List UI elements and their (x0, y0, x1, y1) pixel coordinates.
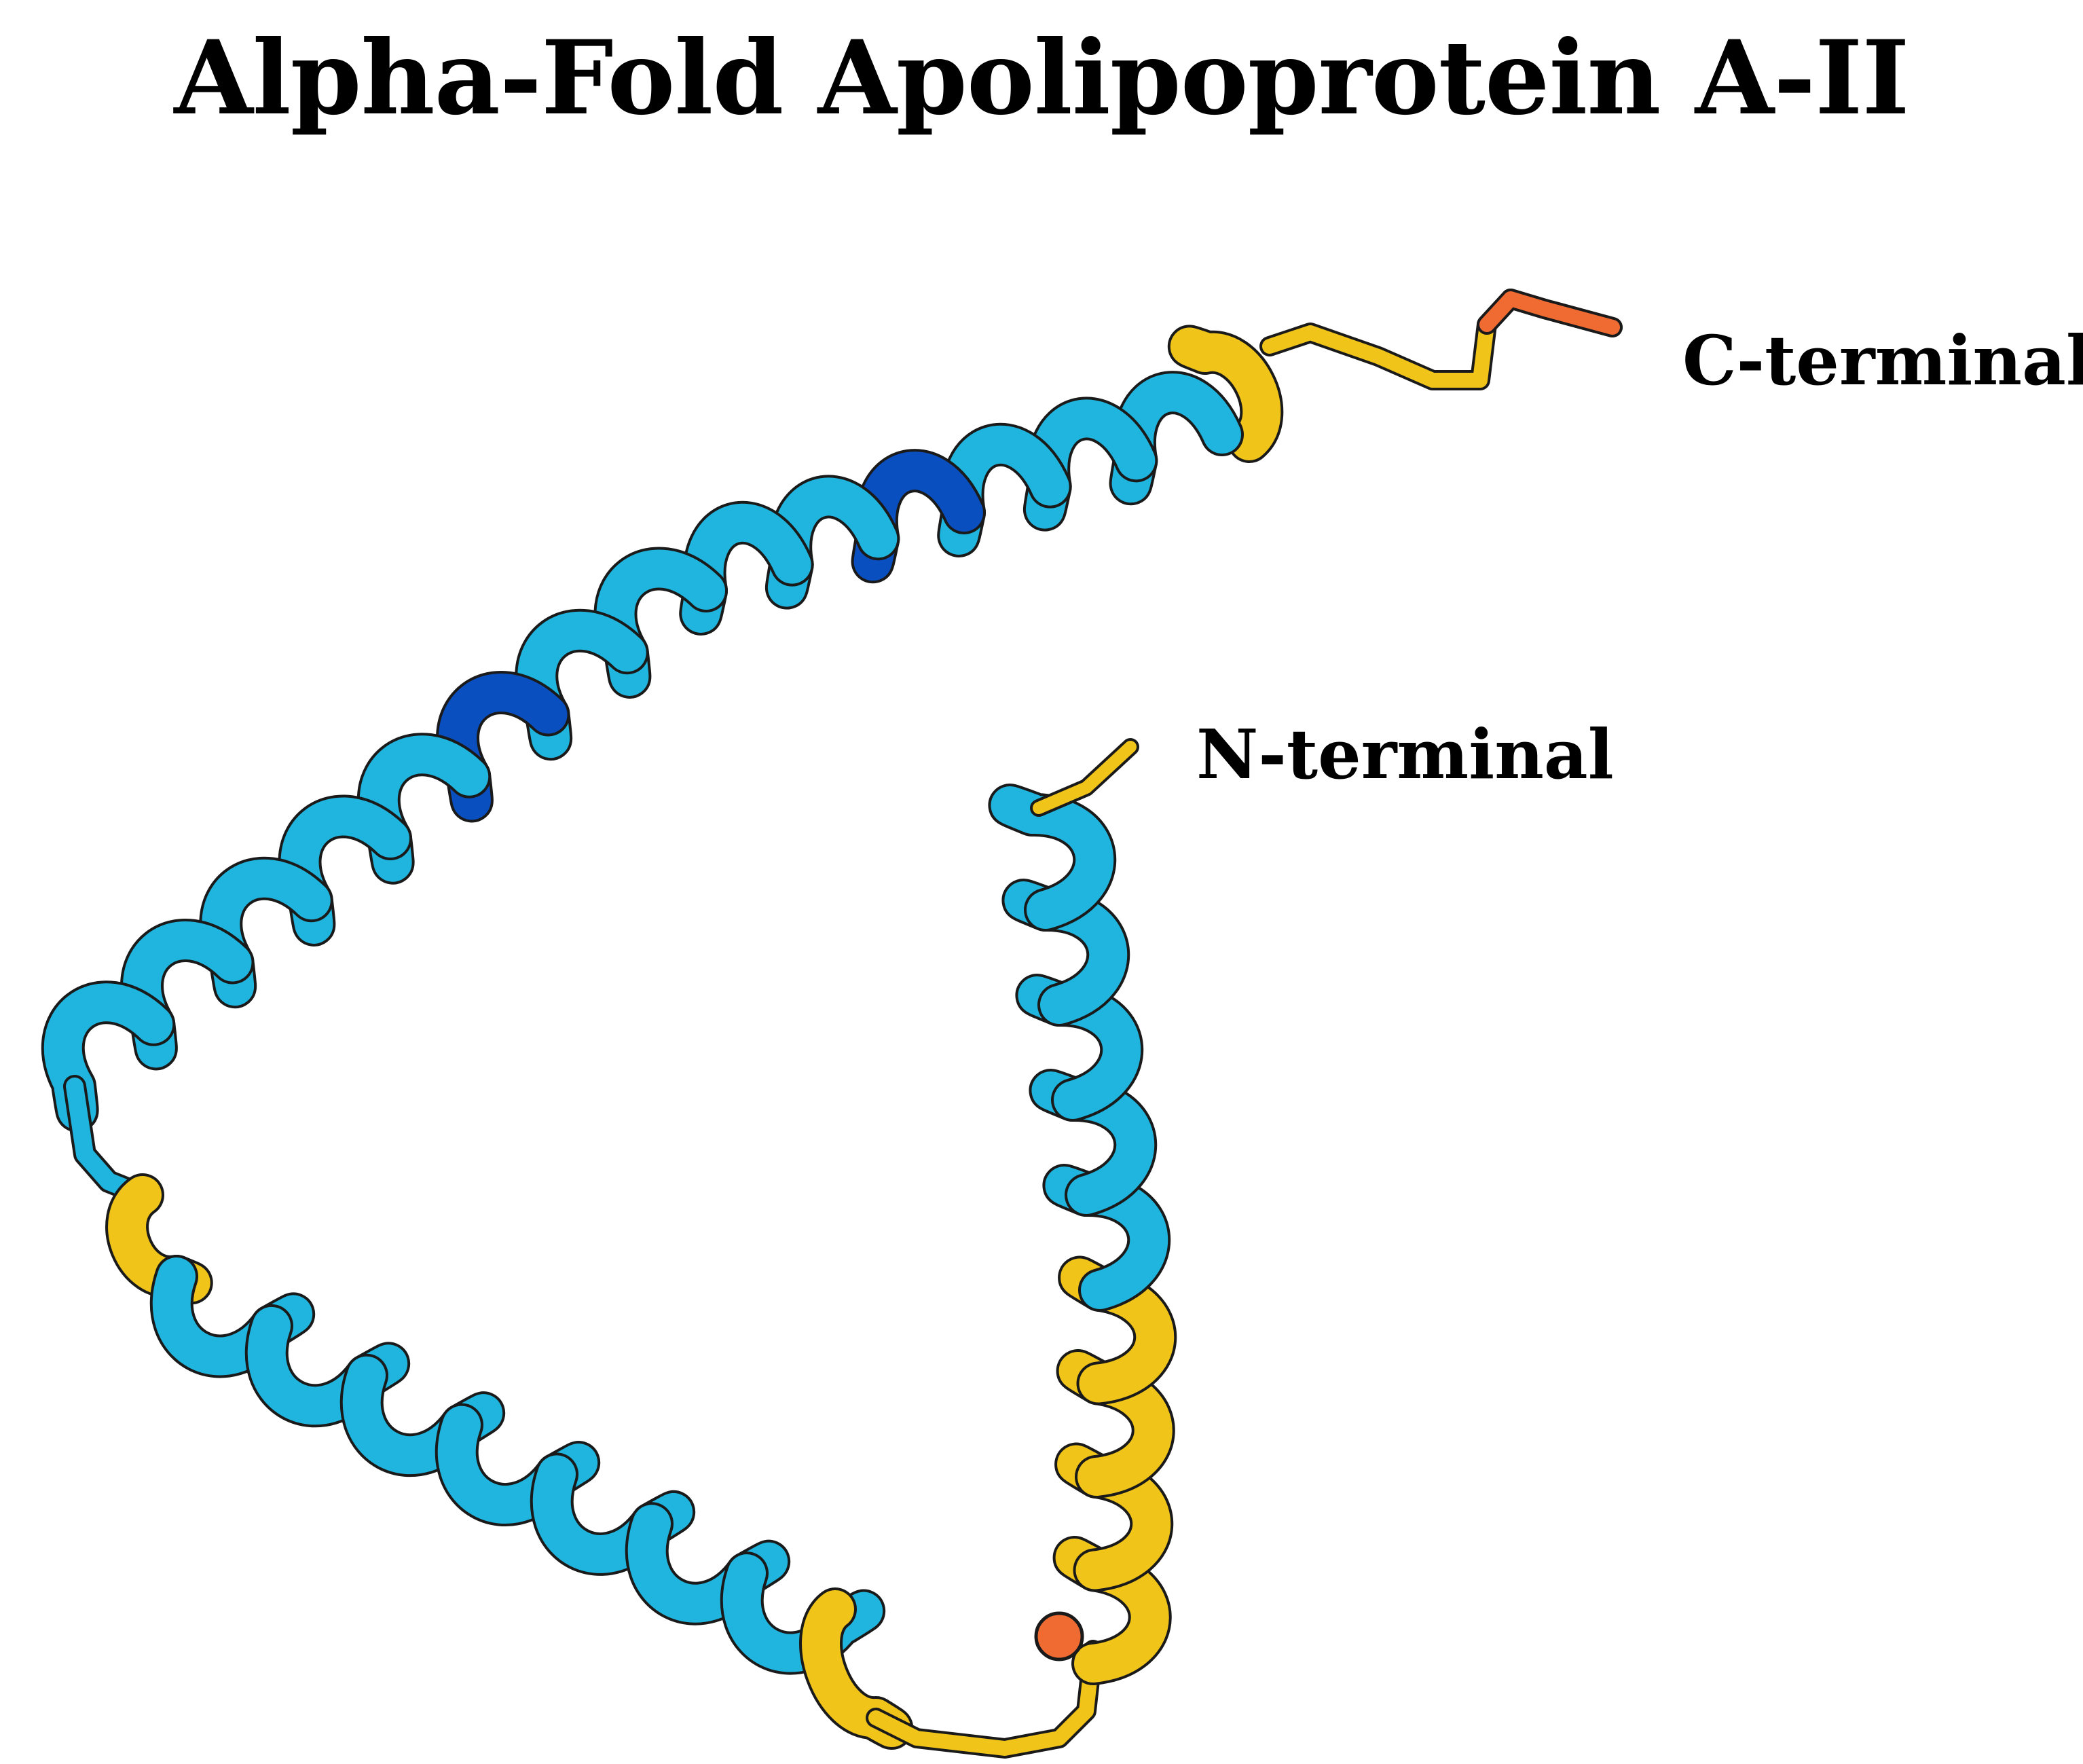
c-tail-orange (1479, 291, 1620, 335)
bottom-helix-turn (532, 1455, 693, 1573)
bottom-helix-turn (437, 1405, 598, 1524)
orange-residue (1034, 1611, 1084, 1661)
bottom-helix-turn (247, 1306, 408, 1425)
ribbon-layer (41, 289, 1623, 1759)
upper-helix-turn (682, 503, 811, 633)
c-helix-tip-turn (1170, 327, 1281, 460)
figure-title: Alpha-Fold Apolipoprotein A-II (174, 18, 1909, 138)
bottom-helix-turn (152, 1257, 313, 1376)
n-tail-coil (1033, 741, 1137, 814)
bottom-helix-turn (627, 1505, 788, 1623)
bottom-loop-coil (868, 1642, 1101, 1756)
n-terminal-label: N-terminal (1196, 714, 1614, 794)
c-terminal-label: C-terminal (1682, 320, 2083, 401)
bottom-helix-turn (342, 1356, 503, 1474)
right-helix-yellow-turn (1061, 1258, 1175, 1403)
right-helix-blue-turn (991, 786, 1114, 929)
